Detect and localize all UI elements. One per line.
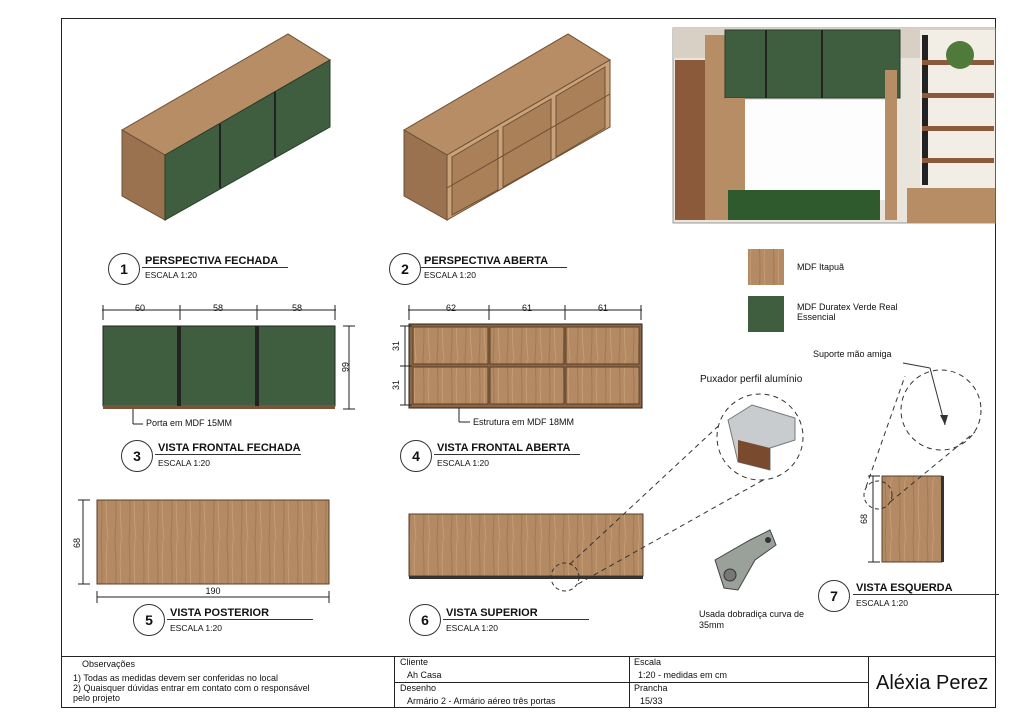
view-scale-4: ESCALA 1:20: [437, 458, 489, 468]
dim-open-3: 61: [598, 303, 608, 313]
sheet-label: Prancha: [634, 683, 668, 693]
titleblock-divider: [394, 682, 868, 683]
dim-closed-1: 60: [135, 303, 145, 313]
view-scale-2: ESCALA 1:20: [424, 270, 476, 280]
drawing-value: Armário 2 - Armário aéreo três portas: [407, 696, 556, 706]
dim-open-h2: 31: [391, 380, 401, 390]
obs-line-1: 1) Todas as medidas devem ser conferidas…: [73, 673, 278, 683]
legend-swatch-green: [748, 296, 784, 332]
note-structure: Estrutura em MDF 18MM: [473, 417, 575, 427]
legend-label-green: MDF Duratex Verde Real Essencial: [797, 302, 898, 322]
view-number-7: 7: [818, 580, 850, 612]
client-label: Cliente: [400, 657, 429, 667]
drawing-sheet-border: [61, 18, 996, 708]
view-title-underline: [853, 594, 999, 595]
perspective-closed-drawing: [121, 33, 331, 221]
view-title-2: PERSPECTIVA ABERTA: [424, 255, 549, 267]
client-value: Ah Casa: [407, 670, 442, 680]
left-view-drawing: [863, 362, 982, 563]
drawing-label: Desenho: [400, 683, 437, 693]
view-number-3: 3: [121, 440, 153, 472]
view-title-4: VISTA FRONTAL ABERTA: [437, 442, 571, 454]
legend-label-wood: MDF Itapuã: [797, 262, 845, 272]
titleblock-divider: [868, 656, 869, 708]
view-title-underline: [155, 454, 301, 455]
view-title-underline: [434, 454, 580, 455]
front-open-drawing: [400, 305, 643, 423]
back-view-drawing: [78, 499, 330, 603]
dim-open-1: 62: [446, 303, 456, 313]
view-scale-6: ESCALA 1:20: [446, 623, 498, 633]
scale-value: 1:20 - medidas em cm: [638, 670, 728, 680]
note-door: Porta em MDF 15MM: [146, 418, 233, 428]
dim-closed-3: 58: [292, 303, 302, 313]
obs-line-3: pelo projeto: [73, 693, 121, 703]
view-title-7: VISTA ESQUERDA: [856, 582, 953, 594]
view-scale-5: ESCALA 1:20: [170, 623, 222, 633]
dim-closed-2: 58: [213, 303, 223, 313]
view-scale-1: ESCALA 1:20: [145, 270, 197, 280]
view-scale-3: ESCALA 1:20: [158, 458, 210, 468]
front-closed-drawing: [102, 305, 355, 425]
dim-back-width: 190: [205, 586, 220, 596]
view-title-underline: [142, 267, 288, 268]
dim-side-height: 68: [859, 514, 869, 524]
view-title-underline: [421, 267, 567, 268]
scale-label: Escala: [634, 657, 662, 667]
view-title-3: VISTA FRONTAL FECHADA: [158, 442, 301, 454]
view-number-5: 5: [133, 604, 165, 636]
dim-back-height: 68: [72, 538, 82, 548]
dim-open-2: 61: [522, 303, 532, 313]
view-title-underline: [443, 619, 589, 620]
view-number-1: 1: [108, 253, 140, 285]
view-scale-7: ESCALA 1:20: [856, 598, 908, 608]
view-number-6: 6: [409, 604, 441, 636]
view-title-5: VISTA POSTERIOR: [170, 607, 270, 619]
view-title-1: PERSPECTIVA FECHADA: [145, 255, 279, 267]
note-handle: Puxador perfil alumínio: [700, 374, 803, 385]
sheet-value: 15/33: [640, 696, 663, 706]
dim-closed-height: 66: [340, 362, 350, 372]
render-photo: [672, 27, 996, 224]
dim-open-h1: 31: [391, 341, 401, 351]
titleblock-top-line: [61, 656, 996, 657]
hinge-image: [714, 529, 777, 591]
obs-title: Observações: [82, 659, 136, 669]
view-title-6: VISTA SUPERIOR: [446, 607, 538, 619]
view-title-underline: [167, 619, 313, 620]
view-number-4: 4: [400, 440, 432, 472]
obs-line-2: 2) Quaisquer dúvidas entrar em contato c…: [73, 683, 310, 693]
note-hinge: Usada dobradiça curva de 35mm: [699, 609, 805, 630]
perspective-open-drawing: [403, 33, 611, 221]
author-name: Aléxia Perez: [876, 672, 989, 694]
legend-swatch-wood: [748, 249, 784, 285]
top-view-drawing: [408, 417, 791, 592]
note-support: Suporte mão amiga: [813, 349, 892, 359]
view-number-2: 2: [389, 253, 421, 285]
handle-detail: [716, 393, 804, 481]
